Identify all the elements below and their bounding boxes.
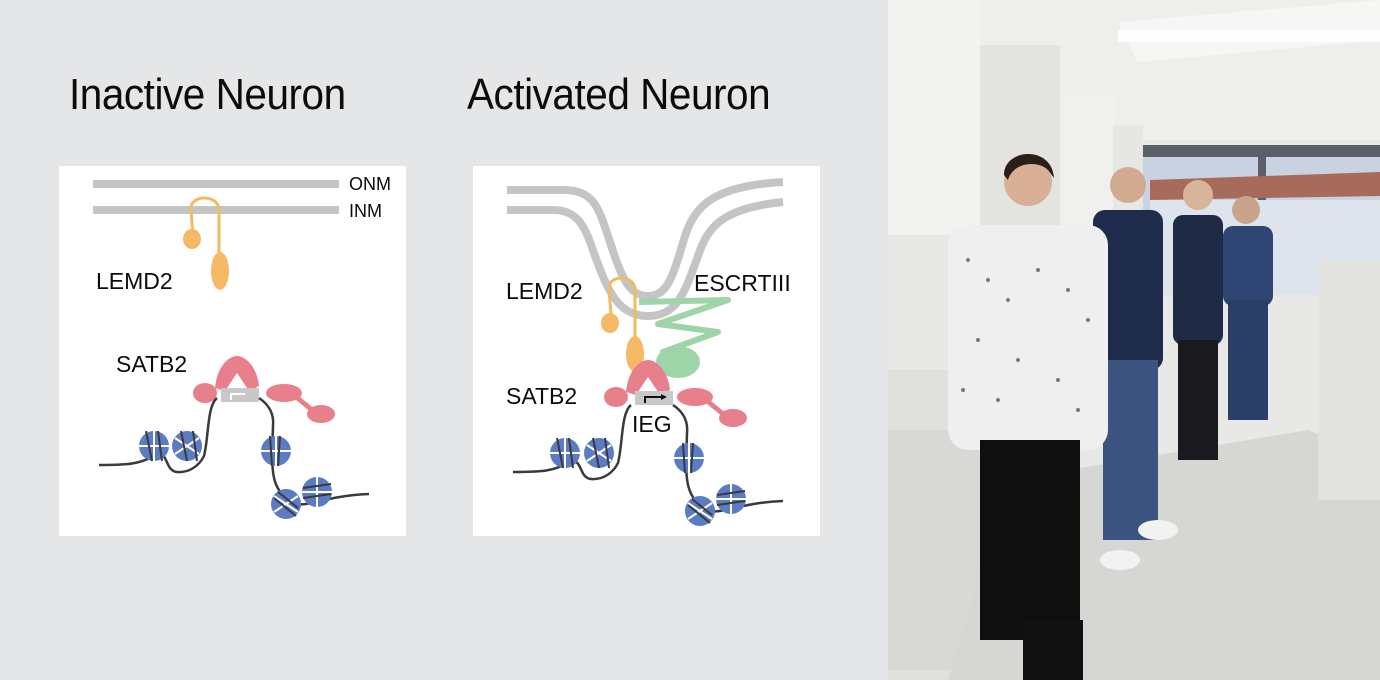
inm-membrane: [507, 198, 784, 321]
escrtiii-head: [656, 346, 700, 378]
onm-label: ONM: [349, 174, 391, 194]
lab-group-photo: [888, 0, 1380, 680]
person-4: [1223, 196, 1273, 420]
inactive-neuron-diagram: ONM INM LEMD2 SATB2: [59, 166, 406, 536]
nucleosomes: [550, 437, 746, 526]
satb2-label: SATB2: [116, 351, 188, 377]
photo-graphic: [888, 0, 1380, 680]
transcription-arrow: [644, 396, 661, 403]
person-3: [1173, 180, 1223, 460]
lemd2-protein: [183, 196, 229, 290]
satb2-protein: [193, 356, 335, 423]
inm-label: INM: [349, 201, 382, 221]
dna-strand-left: [98, 397, 218, 474]
activated-neuron-title: Activated Neuron: [467, 70, 771, 119]
inactive-diagram-graphic: [93, 180, 370, 519]
satb2-protein: [604, 360, 747, 427]
lemd2-protein: [601, 276, 644, 372]
escrtiii-label: ESCRTIII: [694, 270, 791, 296]
nucleosomes: [139, 430, 332, 519]
onm-membrane: [507, 178, 784, 301]
escrtiii-filament: [638, 297, 731, 357]
ieg-label: IEG: [632, 411, 672, 437]
activated-neuron-diagram: LEMD2 ESCRTIII SATB2 IEG: [473, 166, 820, 536]
dna-strand-left: [512, 404, 632, 481]
satb2-label: SATB2: [506, 383, 578, 409]
activated-diagram-graphic: [507, 178, 784, 526]
lemd2-label: LEMD2: [506, 278, 583, 304]
person-1: [948, 154, 1108, 680]
lemd2-label: LEMD2: [96, 268, 173, 294]
inactive-neuron-title: Inactive Neuron: [69, 70, 346, 119]
person-2: [1093, 167, 1178, 570]
figure-panel: Inactive Neuron Activated Neuron: [59, 70, 820, 536]
